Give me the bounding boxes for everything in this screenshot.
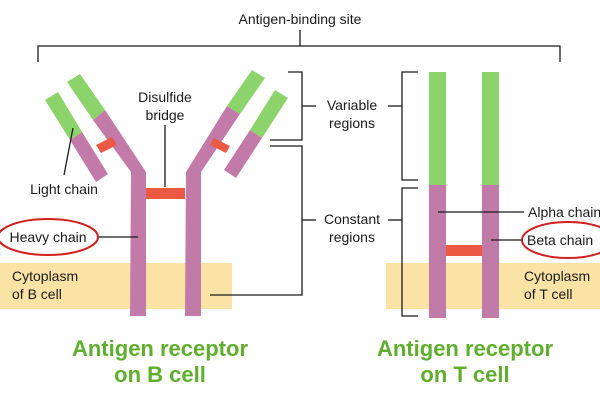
b-heavy-chain-left-variable: [67, 74, 105, 120]
t-beta-chain-variable: [482, 72, 499, 185]
b-light-chain-left-variable: [45, 92, 82, 140]
b-disulfide-bridge-left: [96, 137, 117, 153]
b-heavy-chain-right-constant: [185, 172, 201, 316]
heavy-chain-label: Heavy chain: [9, 229, 86, 245]
caption-b-line1: Antigen receptor: [72, 336, 248, 361]
b-disulfide-bridge-right: [210, 138, 230, 153]
caption-t-line1: Antigen receptor: [377, 336, 553, 361]
variable-regions-line1: Variable: [327, 97, 378, 113]
t-disulfide-bridge: [446, 245, 482, 256]
antigen-binding-bracket: [37, 45, 561, 62]
t-alpha-chain-constant: [429, 185, 446, 318]
disulfide-label-line2: bridge: [146, 107, 185, 123]
disulfide-label-line1: Disulfide: [138, 89, 192, 105]
antigen-binding-title: Antigen-binding site: [239, 11, 362, 27]
b-light-chain-right-variable: [250, 90, 288, 138]
b-light-chain-left-constant: [70, 132, 108, 182]
variable-bracket-t: [401, 71, 418, 181]
b-heavy-chain-left-hinge: [93, 110, 146, 172]
b-disulfide-bridge-heavy: [146, 188, 185, 199]
constant-regions-line2: regions: [329, 229, 375, 245]
light-chain-label: Light chain: [30, 181, 98, 197]
t-alpha-chain-variable: [429, 72, 446, 185]
cytoplasm-t-label-line1: Cytoplasm: [524, 268, 590, 284]
t-beta-chain-constant: [482, 185, 499, 318]
heavy-chain-highlight: [0, 218, 99, 256]
beta-chain-highlight: [521, 221, 600, 259]
cytoplasm-b-label-line1: Cytoplasm: [12, 268, 78, 284]
light-chain-leader: [63, 127, 74, 176]
b-light-chain-right-constant: [224, 130, 262, 178]
b-heavy-chain-right-variable: [227, 70, 265, 114]
beta-chain-label: Beta chain: [527, 232, 593, 248]
alpha-chain-label: Alpha chain: [528, 204, 600, 220]
variable-regions-line2: regions: [329, 115, 375, 131]
constant-bracket-t: [401, 187, 418, 317]
constant-regions-line1: Constant: [324, 211, 380, 227]
cytoplasm-t-label-line2: of T cell: [524, 286, 573, 302]
cytoplasm-b-label-line2: of B cell: [12, 286, 62, 302]
caption-b-line2: on B cell: [114, 362, 206, 387]
b-heavy-chain-right-hinge: [186, 106, 240, 172]
caption-t-line2: on T cell: [420, 362, 509, 387]
b-heavy-chain-left-constant: [130, 172, 146, 316]
